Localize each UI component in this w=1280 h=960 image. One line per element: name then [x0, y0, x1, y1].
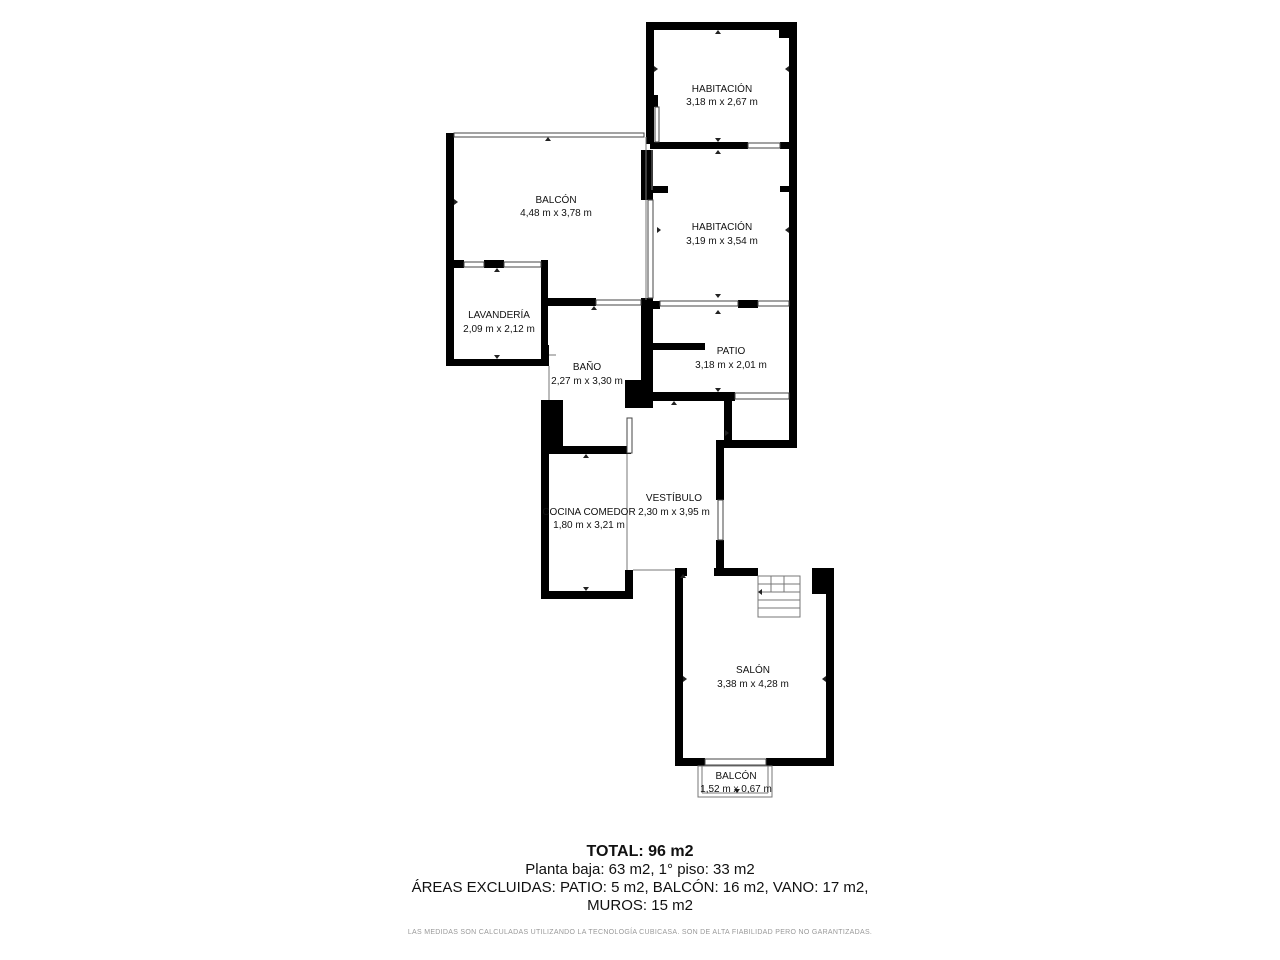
room-dimensions: 1,80 m x 3,21 m: [553, 520, 625, 531]
disclaimer: LAS MEDIDAS SON CALCULADAS UTILIZANDO LA…: [407, 929, 873, 936]
floor-areas: Planta baja: 63 m2, 1° piso: 33 m2: [525, 861, 755, 878]
room-dimensions: 2,27 m x 3,30 m: [551, 376, 623, 387]
openings: [453, 106, 801, 798]
stairs: [757, 575, 801, 618]
dimension-ticks: [454, 30, 826, 793]
room-name: SALÓN: [736, 663, 770, 676]
room-bano: BAÑO 2,27 m x 3,30 m: [551, 360, 623, 387]
area-summary: TOTAL: 96 m2 Planta baja: 63 m2, 1° piso…: [0, 842, 1280, 915]
room-name: LAVANDERÍA: [468, 308, 530, 321]
room-dimensions: 3,18 m x 2,01 m: [695, 360, 767, 371]
room-dimensions: 3,18 m x 2,67 m: [686, 97, 758, 108]
room-dimensions: 2,09 m x 2,12 m: [463, 324, 535, 335]
room-dimensions: 1,52 m x 0,67 m: [700, 784, 772, 795]
room-cocina-comedor: COCINA COMEDOR 1,80 m x 3,21 m: [542, 507, 635, 531]
room-name: COCINA COMEDOR: [542, 507, 635, 518]
room-name: VESTÍBULO: [646, 491, 702, 504]
walls: [446, 22, 834, 766]
room-dimensions: 2,30 m x 3,95 m: [638, 507, 710, 518]
room-patio: PATIO 3,18 m x 2,01 m: [695, 346, 767, 371]
room-habitacion-2: HABITACIÓN 3,19 m x 3,54 m: [686, 220, 758, 247]
room-name: HABITACIÓN: [692, 82, 752, 95]
room-salon: SALÓN 3,38 m x 4,28 m: [717, 663, 789, 690]
room-name: BALCÓN: [715, 769, 756, 782]
excluded-areas: ÁREAS EXCLUIDAS: PATIO: 5 m2, BALCÓN: 16…: [411, 879, 869, 896]
room-vestibulo: VESTÍBULO 2,30 m x 3,95 m: [638, 491, 710, 518]
room-name: HABITACIÓN: [692, 220, 752, 233]
room-dimensions: 3,38 m x 4,28 m: [717, 679, 789, 690]
room-balcon-2: BALCÓN 1,52 m x 0,67 m: [700, 769, 772, 795]
room-labels: HABITACIÓN 3,18 m x 2,67 m BALCÓN 4,48 m…: [463, 82, 789, 795]
room-name: BAÑO: [573, 360, 602, 373]
room-habitacion-1: HABITACIÓN 3,18 m x 2,67 m: [686, 82, 758, 108]
room-balcon-1: BALCÓN 4,48 m x 3,78 m: [520, 193, 592, 219]
walls-area: MUROS: 15 m2: [587, 897, 693, 914]
total-area: TOTAL: 96 m2: [586, 843, 694, 860]
room-dimensions: 4,48 m x 3,78 m: [520, 208, 592, 219]
room-dimensions: 3,19 m x 3,54 m: [686, 236, 758, 247]
room-name: PATIO: [717, 346, 746, 357]
room-name: BALCÓN: [535, 193, 576, 206]
room-lavanderia: LAVANDERÍA 2,09 m x 2,12 m: [463, 308, 535, 335]
